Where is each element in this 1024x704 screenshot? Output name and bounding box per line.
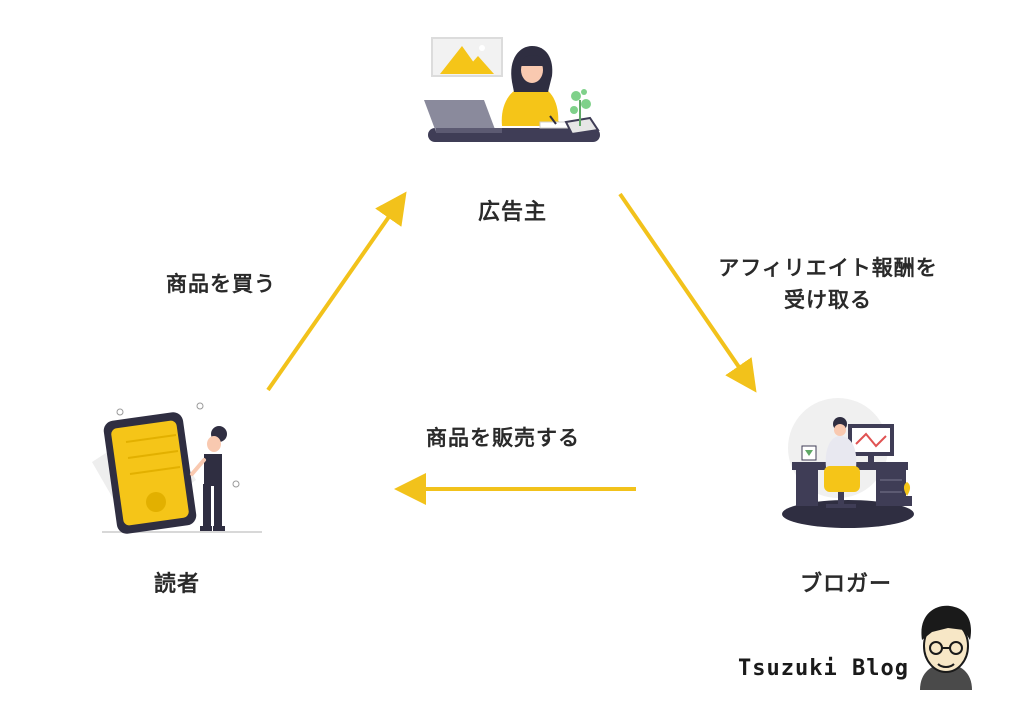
edge-label-blogger-to-reader: 商品を販売する	[426, 426, 580, 450]
reader-illustration	[92, 402, 262, 534]
author-avatar-icon	[920, 605, 972, 690]
arrow-advertiser-to-blogger	[618, 192, 757, 393]
edge-label-line-1: アフィリエイト報酬を	[718, 256, 938, 280]
blogger-label: ブロガー	[800, 572, 893, 597]
blogger-illustration	[782, 398, 914, 528]
edge-label-advertiser-to-blogger: アフィリエイト報酬を 受け取る	[708, 252, 948, 316]
reader-label: 読者	[154, 572, 201, 597]
edge-label-line-2: 受け取る	[784, 288, 872, 312]
brand-name: Tsuzuki Blog	[738, 656, 909, 681]
arrow-reader-to-advertiser	[266, 191, 407, 392]
advertiser-label: 広告主	[478, 200, 548, 225]
edge-label-reader-to-advertiser: 商品を買う	[166, 272, 276, 296]
advertiser-illustration	[424, 37, 600, 142]
